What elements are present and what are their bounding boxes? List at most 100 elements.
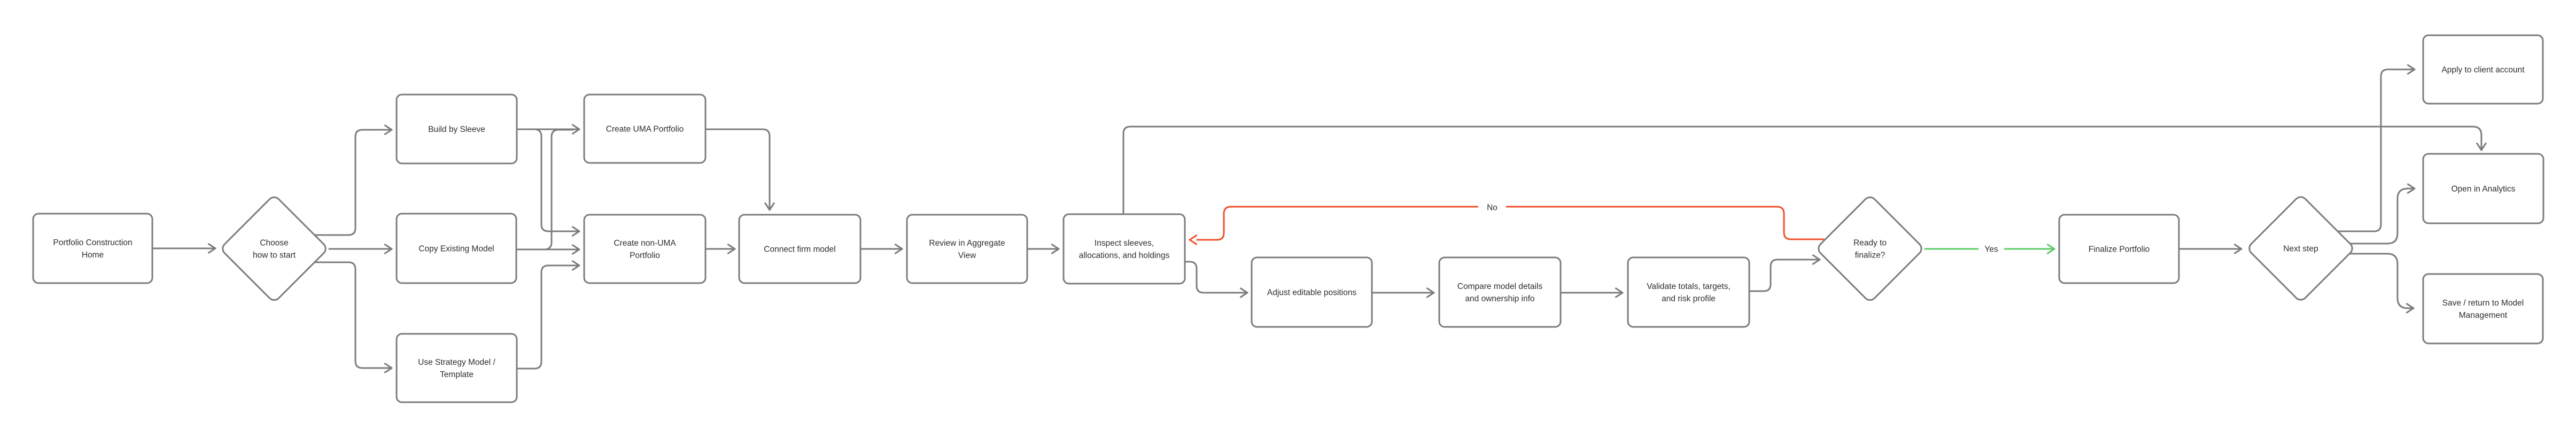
node-use-strategy-model[interactable]: Use Strategy Model /Template [395, 333, 518, 403]
edge-inspect-sleeves-to-open-analytics [1122, 126, 2487, 215]
process-shape[interactable] [583, 93, 707, 164]
process-shape[interactable] [2422, 153, 2544, 224]
node-connect-firm-model[interactable]: Connect firm model [738, 214, 862, 284]
process-shape[interactable] [1438, 256, 1562, 328]
arrowhead-icon [571, 260, 580, 271]
edge-label-mask [1978, 241, 2004, 257]
decision-shape[interactable] [220, 194, 328, 302]
arrowhead-icon [2407, 183, 2416, 194]
process-shape[interactable] [32, 213, 153, 284]
process-shape[interactable] [395, 333, 518, 403]
edge-compare-details-to-validate-totals [1559, 287, 1624, 298]
arrowhead-icon [2407, 64, 2416, 75]
edge-line [516, 264, 580, 370]
arrowhead-icon [571, 124, 580, 135]
node-label: Copy Existing Model [418, 245, 494, 254]
node-copy-existing-model[interactable]: Copy Existing Model [395, 213, 517, 284]
process-shape[interactable] [583, 214, 707, 284]
process-shape[interactable] [1627, 256, 1750, 328]
node-label: Build by Sleeve [428, 125, 485, 134]
process-shape[interactable] [395, 93, 518, 165]
process-shape[interactable] [738, 214, 862, 284]
node-label: Inspect sleeves,allocations, and holding… [1079, 239, 1170, 260]
node-inspect-sleeves[interactable]: Inspect sleeves,allocations, and holding… [1062, 213, 1186, 285]
edge-review-aggregate-to-inspect-sleeves [1026, 244, 1060, 254]
decision-shape[interactable] [1816, 194, 1924, 302]
node-label: Adjust editable positions [1267, 288, 1356, 298]
arrowhead-icon [764, 202, 775, 211]
node-adjust-positions[interactable]: Adjust editable positions [1251, 256, 1373, 328]
arrowhead-icon [2406, 303, 2415, 314]
node-label: Open in Analytics [2451, 185, 2516, 194]
edge-next-step-to-open-analytics [2349, 183, 2416, 245]
edge-create-non-uma-to-connect-firm-model [704, 244, 736, 254]
node-label: Use Strategy Model /Template [418, 358, 495, 379]
node-apply-client-account[interactable]: Apply to client account [2422, 34, 2544, 105]
node-validate-totals[interactable]: Validate totals, targets,and risk profil… [1627, 256, 1750, 328]
edge-inspect-sleeves-to-adjust-positions [1184, 261, 1248, 298]
edge-label-yes: Yes [1984, 245, 1998, 254]
arrowhead-icon [1615, 287, 1624, 298]
edge-ready-to-finalize-to-finalize-portfolio: Yes [1924, 241, 2055, 257]
arrowhead-icon [727, 244, 736, 254]
node-label: Validate totals, targets,and risk profil… [1647, 282, 1731, 303]
edge-finalize-portfolio-to-next-step [2178, 244, 2243, 254]
process-shape[interactable] [395, 213, 517, 284]
edge-choose-start-to-copy-existing-model [328, 244, 393, 254]
edge-label-no: No [1487, 204, 1498, 213]
node-create-uma[interactable]: Create UMA Portfolio [583, 93, 707, 164]
node-label: Finalize Portfolio [2089, 245, 2150, 254]
node-next-step[interactable]: Next step [2247, 194, 2355, 302]
edge-line [314, 261, 393, 369]
decision-shape[interactable] [2247, 194, 2355, 302]
arrowhead-icon [571, 226, 580, 237]
node-build-by-sleeve[interactable]: Build by Sleeve [395, 93, 518, 165]
process-shape[interactable] [906, 214, 1028, 284]
arrowhead-icon [384, 124, 393, 135]
edge-ready-to-finalize-to-inspect-sleeves: No [1189, 199, 1825, 245]
edge-choose-start-to-use-strategy-model [314, 261, 393, 373]
edge-line [2349, 187, 2416, 245]
edge-copy-existing-model-to-create-uma [545, 129, 574, 251]
process-shape[interactable] [2422, 273, 2544, 345]
edge-line [1184, 261, 1248, 294]
process-shape[interactable] [1062, 213, 1186, 285]
edge-next-step-to-apply-client-account [2338, 64, 2416, 232]
edge-line [1122, 126, 2482, 215]
node-label: Next step [2283, 245, 2318, 254]
edge-create-uma-to-connect-firm-model [704, 128, 775, 211]
edge-validate-totals-to-ready-to-finalize [1748, 254, 1821, 292]
node-finalize-portfolio[interactable]: Finalize Portfolio [2058, 214, 2180, 284]
arrowhead-icon [2476, 142, 2487, 151]
edge-use-strategy-model-to-create-non-uma [516, 260, 580, 370]
process-shape[interactable] [2422, 34, 2544, 105]
edge-line [545, 129, 574, 251]
edge-line [1196, 206, 1825, 241]
node-open-analytics[interactable]: Open in Analytics [2422, 153, 2544, 224]
edge-line [704, 128, 771, 211]
node-label: Apply to client account [2441, 66, 2525, 75]
process-shape[interactable] [2058, 214, 2180, 284]
arrowhead-icon [207, 243, 216, 254]
process-shape[interactable] [1251, 256, 1373, 328]
edge-connect-firm-model-to-review-aggregate [859, 244, 903, 254]
arrowhead-icon [894, 244, 903, 254]
